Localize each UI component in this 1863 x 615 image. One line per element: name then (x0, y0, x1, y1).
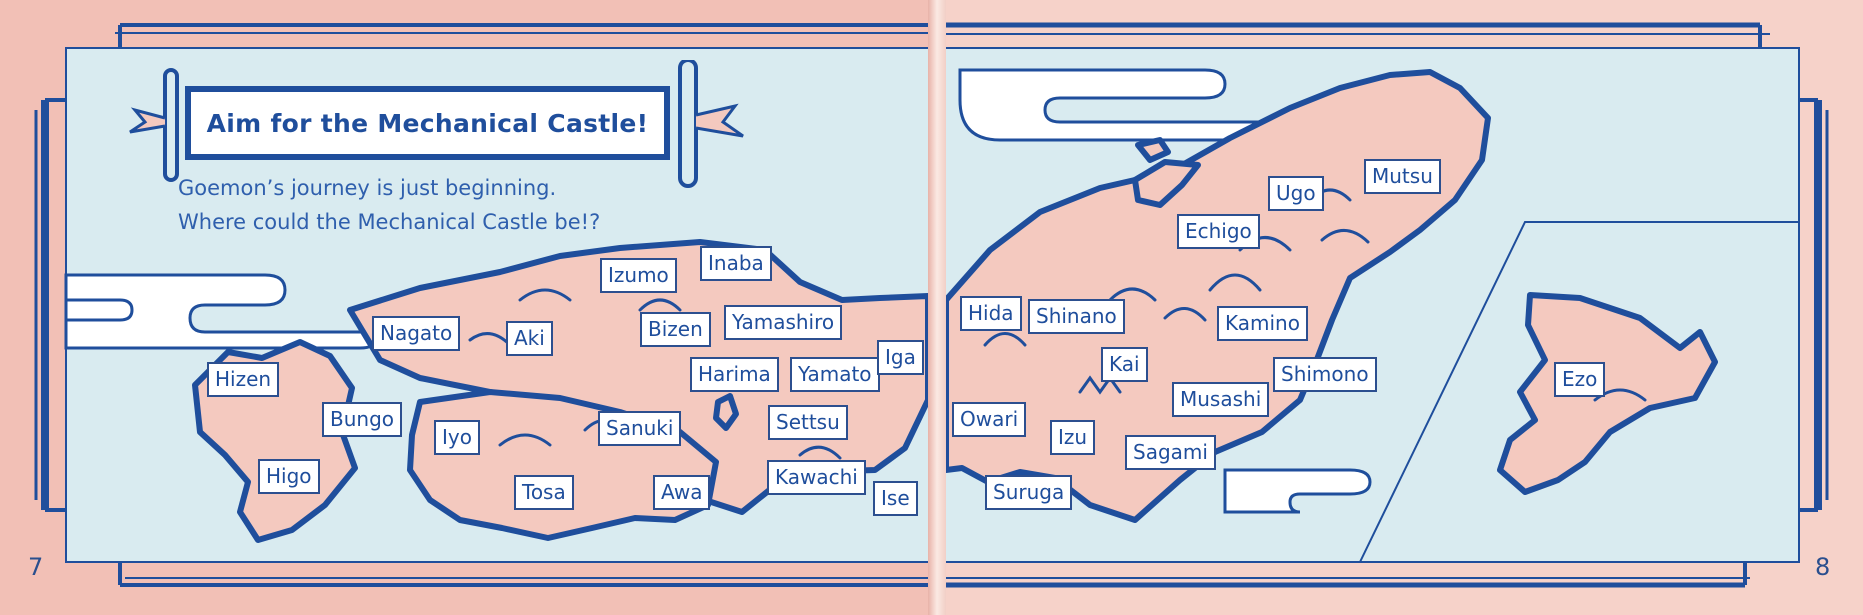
oki-island-shape (1135, 137, 1171, 163)
province-label-awa: Awa (653, 475, 711, 510)
province-label-bizen: Bizen (640, 312, 711, 347)
province-label-aki: Aki (506, 321, 553, 356)
province-label-echigo: Echigo (1177, 214, 1260, 249)
province-label-sanuki: Sanuki (598, 411, 682, 446)
scroll-rods (129, 60, 744, 188)
province-label-bungo: Bungo (322, 402, 403, 437)
province-label-harima: Harima (690, 357, 779, 392)
province-label-hizen: Hizen (207, 362, 280, 397)
province-label-higo: Higo (258, 459, 320, 494)
province-label-izumo: Izumo (600, 258, 677, 293)
ezo-inset-frame (1359, 221, 1799, 563)
page-title: Aim for the Mechanical Castle! (206, 108, 649, 138)
awaji-island-shape (713, 393, 739, 431)
province-label-ise: Ise (873, 481, 918, 516)
book-spine (928, 0, 946, 615)
intro-line-1: Goemon’s journey is just beginning. (178, 176, 557, 200)
intro-line-2: Where could the Mechanical Castle be!? (178, 210, 601, 234)
province-label-suruga: Suruga (985, 475, 1073, 510)
province-label-kawachi: Kawachi (767, 460, 866, 495)
province-label-settsu: Settsu (768, 405, 848, 440)
province-label-iga: Iga (877, 340, 924, 375)
province-label-inaba: Inaba (700, 246, 772, 281)
province-label-yamato: Yamato (790, 357, 880, 392)
province-label-ugo: Ugo (1268, 176, 1324, 211)
province-label-kamino: Kamino (1217, 306, 1308, 341)
province-label-tosa: Tosa (514, 475, 574, 510)
province-label-shinano: Shinano (1028, 299, 1125, 334)
province-label-musashi: Musashi (1172, 382, 1270, 417)
province-label-hida: Hida (960, 296, 1022, 331)
province-label-kai: Kai (1101, 347, 1148, 382)
title-banner: Aim for the Mechanical Castle! (185, 86, 670, 160)
province-label-shimono: Shimono (1273, 357, 1377, 392)
page-number-right: 8 (1815, 553, 1831, 581)
page-number-left: 7 (28, 553, 44, 581)
province-label-iyo: Iyo (434, 420, 480, 455)
frame-border (34, 22, 1829, 588)
province-label-owari: Owari (952, 402, 1027, 437)
province-label-ezo: Ezo (1554, 362, 1606, 397)
province-label-sagami: Sagami (1125, 435, 1216, 470)
sado-island-shape (1132, 159, 1201, 208)
province-label-izu: Izu (1050, 420, 1096, 455)
province-label-nagato: Nagato (372, 316, 461, 351)
province-label-yamashiro: Yamashiro (724, 305, 843, 340)
province-label-mutsu: Mutsu (1364, 159, 1441, 194)
